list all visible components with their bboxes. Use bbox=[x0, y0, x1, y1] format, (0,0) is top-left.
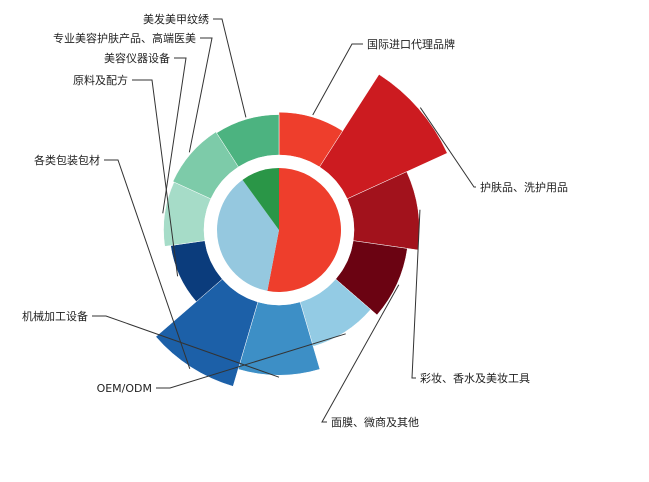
inner-pie-layer bbox=[217, 168, 342, 293]
label-sector-1: 护肤品、洗护用品 bbox=[480, 180, 568, 194]
petal-sector-10[interactable] bbox=[216, 114, 280, 168]
inner-slice-blue[interactable] bbox=[217, 179, 279, 291]
label-sector-0: 国际进口代理品牌 bbox=[367, 37, 455, 51]
leader-line-sector-6 bbox=[104, 159, 191, 369]
leader-line-sector-7 bbox=[132, 79, 179, 277]
inner-slice-green[interactable] bbox=[242, 168, 279, 230]
petal-sector-1[interactable] bbox=[319, 74, 448, 200]
leader-line-sector-8 bbox=[162, 57, 187, 214]
petal-sector-6[interactable] bbox=[155, 278, 259, 387]
leader-line-sector-10 bbox=[213, 18, 247, 118]
label-sector-9: 专业美容护肤产品、高端医美 bbox=[53, 31, 196, 45]
inner-slice-red[interactable] bbox=[267, 168, 342, 293]
label-sector-10: 美发美甲纹绣 bbox=[143, 12, 209, 26]
petal-sector-3[interactable] bbox=[335, 240, 408, 316]
label-sector-6: 各类包装包材 bbox=[34, 153, 100, 167]
leader-line-sector-1 bbox=[419, 107, 476, 188]
leader-line-sector-3 bbox=[321, 284, 400, 423]
outer-ring-layer bbox=[155, 74, 448, 387]
leader-lines-layer bbox=[92, 18, 476, 423]
leader-line-sector-0 bbox=[312, 43, 363, 116]
label-sector-5: 机械加工设备 bbox=[22, 309, 88, 323]
petal-sector-9[interactable] bbox=[172, 131, 239, 200]
leader-line-sector-9 bbox=[188, 37, 213, 153]
label-sector-8: 美容仪器设备 bbox=[104, 51, 170, 65]
label-sector-2: 彩妆、香水及美妆工具 bbox=[420, 372, 530, 385]
leader-line-sector-5 bbox=[92, 315, 280, 378]
leader-line-sector-2 bbox=[411, 209, 421, 379]
label-sector-7: 原料及配方 bbox=[73, 73, 128, 87]
leader-line-sector-4 bbox=[156, 333, 346, 389]
label-sector-4: OEM/ODM bbox=[97, 382, 152, 395]
label-sector-3: 面膜、微商及其他 bbox=[331, 415, 419, 429]
